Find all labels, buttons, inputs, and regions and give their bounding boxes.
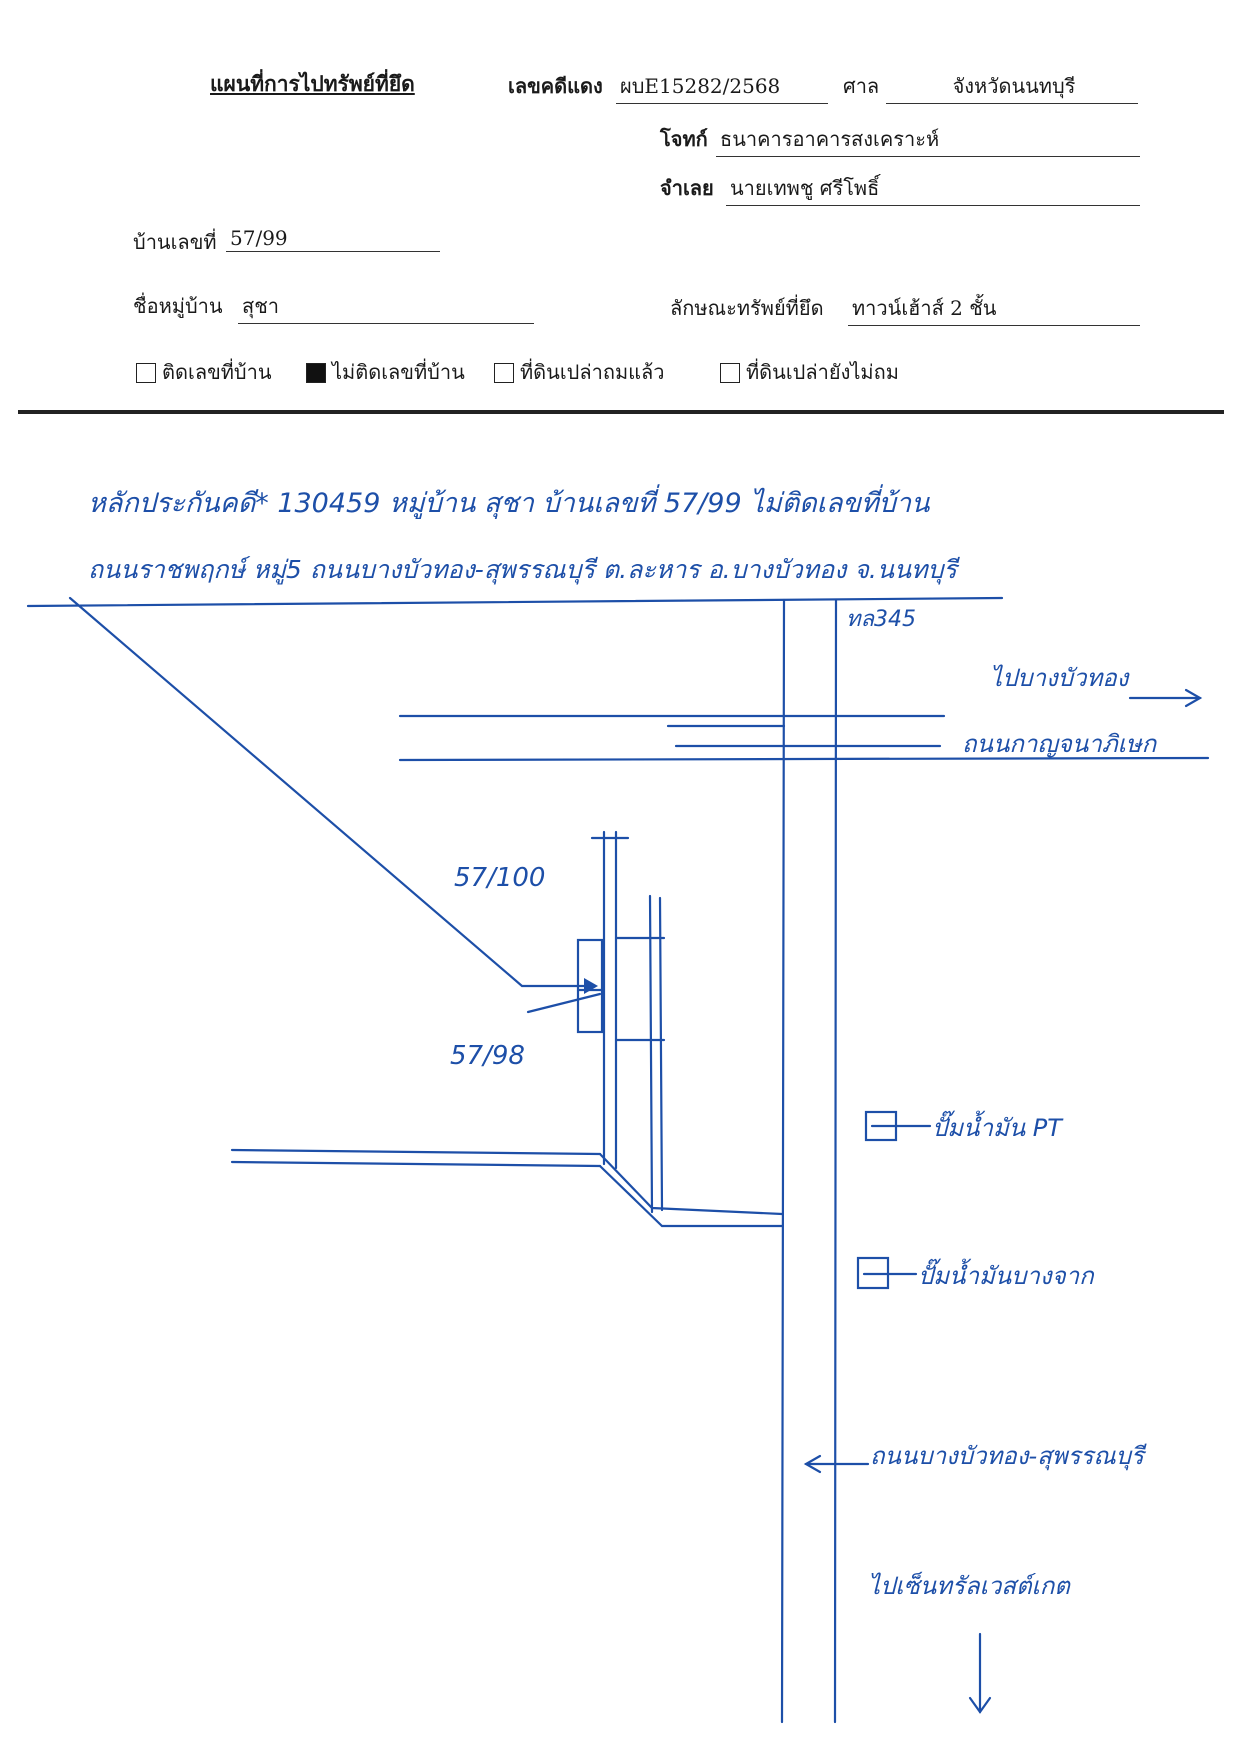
- plaintiff-value: ธนาคารอาคารสงเคราะห์: [716, 123, 1140, 157]
- leader-line: [68, 596, 592, 988]
- note-line-1: หลักประกันคดี* 130459 หมู่บ้าน สุชา บ้าน…: [88, 484, 931, 520]
- arrow-down-icon: [968, 1696, 992, 1714]
- case-number: ผบE15282/2568: [616, 70, 828, 104]
- kanchana-road-bottom-edge: [398, 756, 1210, 762]
- option-filled-land[interactable]: ที่ดินเปล่าถมแล้ว: [494, 356, 665, 388]
- note-line-2: ถนนราชพฤกษ์ หมู่5 ถนนบางบัวทอง-สุพรรณบุร…: [88, 555, 961, 585]
- soi-right-edge: [648, 894, 654, 1214]
- baseline-line: [26, 596, 1004, 608]
- plot-57-100-label: 57/100: [454, 863, 545, 893]
- soi-right-edge: [658, 896, 664, 1212]
- village-label: ชื่อหมู่บ้าน: [133, 294, 223, 318]
- map-title: แผนที่การไปทรัพย์ที่ยึด: [210, 71, 415, 96]
- access-road-bottom-edge: [230, 1160, 602, 1168]
- arrow-right-icon: [1184, 688, 1203, 708]
- plot-57-98-label: 57/98: [450, 1041, 525, 1071]
- house-no-value: 57/99: [226, 226, 440, 252]
- gas-station-bangchak-label: ปั๊มน้ำมันบางจาก: [918, 1258, 1095, 1290]
- defendant-label: จำเลย: [660, 176, 714, 200]
- checkbox-icon[interactable]: [494, 363, 514, 383]
- case-label: เลขคดีแดง: [508, 74, 603, 98]
- to-bangbuathong-label: ไปบางบัวทอง: [990, 664, 1131, 692]
- checkbox-icon[interactable]: [720, 363, 740, 383]
- option-unfilled-land[interactable]: ที่ดินเปล่ายังไม่ถม: [720, 356, 899, 388]
- kanchana-road-label: ถนนกาญจนาภิเษก: [962, 730, 1158, 758]
- option-house-number[interactable]: ติดเลขที่บ้าน: [136, 356, 272, 388]
- to-central-label: ไปเซ็นทรัลเวสต์เกต: [868, 1571, 1071, 1600]
- main-road-right-edge: [833, 598, 838, 1724]
- leader-line: [526, 992, 602, 1014]
- road-345-label: ทล345: [846, 607, 916, 632]
- target-house-block: [576, 938, 604, 1034]
- village-value: สุชา: [238, 290, 534, 324]
- court-label: ศาล: [843, 74, 880, 98]
- access-road-top-edge: [230, 1148, 602, 1156]
- court-value: จังหวัดนนทบุรี: [886, 70, 1138, 104]
- main-road-left-edge: [780, 598, 786, 1724]
- bangbuathong-suphan-road-label: ถนนบางบัวทอง-สุพรรณบุรี: [870, 1442, 1147, 1471]
- gas-station-pt-label: ปั๊มน้ำมัน PT: [932, 1110, 1064, 1142]
- defendant-value: นายเทพชู ศรีโพธิ์: [726, 172, 1140, 206]
- access-road-curve: [598, 1164, 784, 1228]
- plaintiff-label: โจทก์: [660, 127, 708, 151]
- house-no-label: บ้านเลขที่: [133, 230, 217, 254]
- arrow-left-icon: [803, 1454, 822, 1474]
- target-marker-icon: [584, 978, 598, 994]
- access-road-curve: [598, 1152, 784, 1216]
- property-type-label: ลักษณะทรัพย์ที่ยึด: [670, 296, 824, 320]
- option-no-house-number[interactable]: ไม่ติดเลขที่บ้าน: [306, 356, 465, 388]
- header-divider: [18, 410, 1224, 414]
- property-type-value: ทาวน์เฮ้าส์ 2 ชั้น: [848, 292, 1140, 326]
- checkbox-icon[interactable]: [136, 363, 156, 383]
- checkbox-checked-icon[interactable]: [306, 363, 326, 383]
